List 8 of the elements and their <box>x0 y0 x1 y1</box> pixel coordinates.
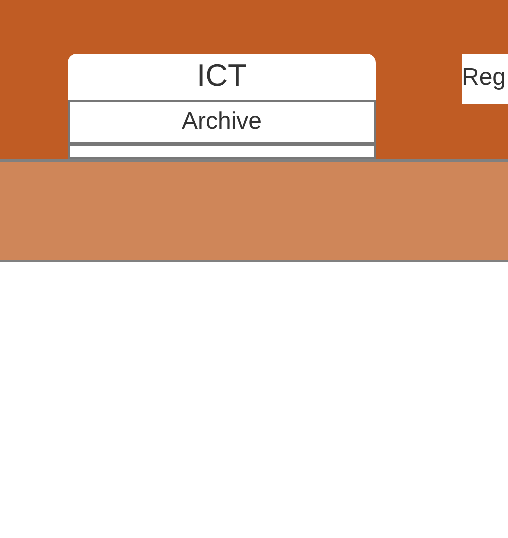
band-bar <box>0 159 508 262</box>
label-box <box>462 54 508 104</box>
list-row <box>68 100 376 144</box>
container-card <box>68 54 376 159</box>
row-label: Reg <box>462 64 506 92</box>
card-heading: ICT <box>196 58 248 94</box>
empty-box <box>68 144 376 159</box>
row-label: Archive <box>180 108 264 136</box>
